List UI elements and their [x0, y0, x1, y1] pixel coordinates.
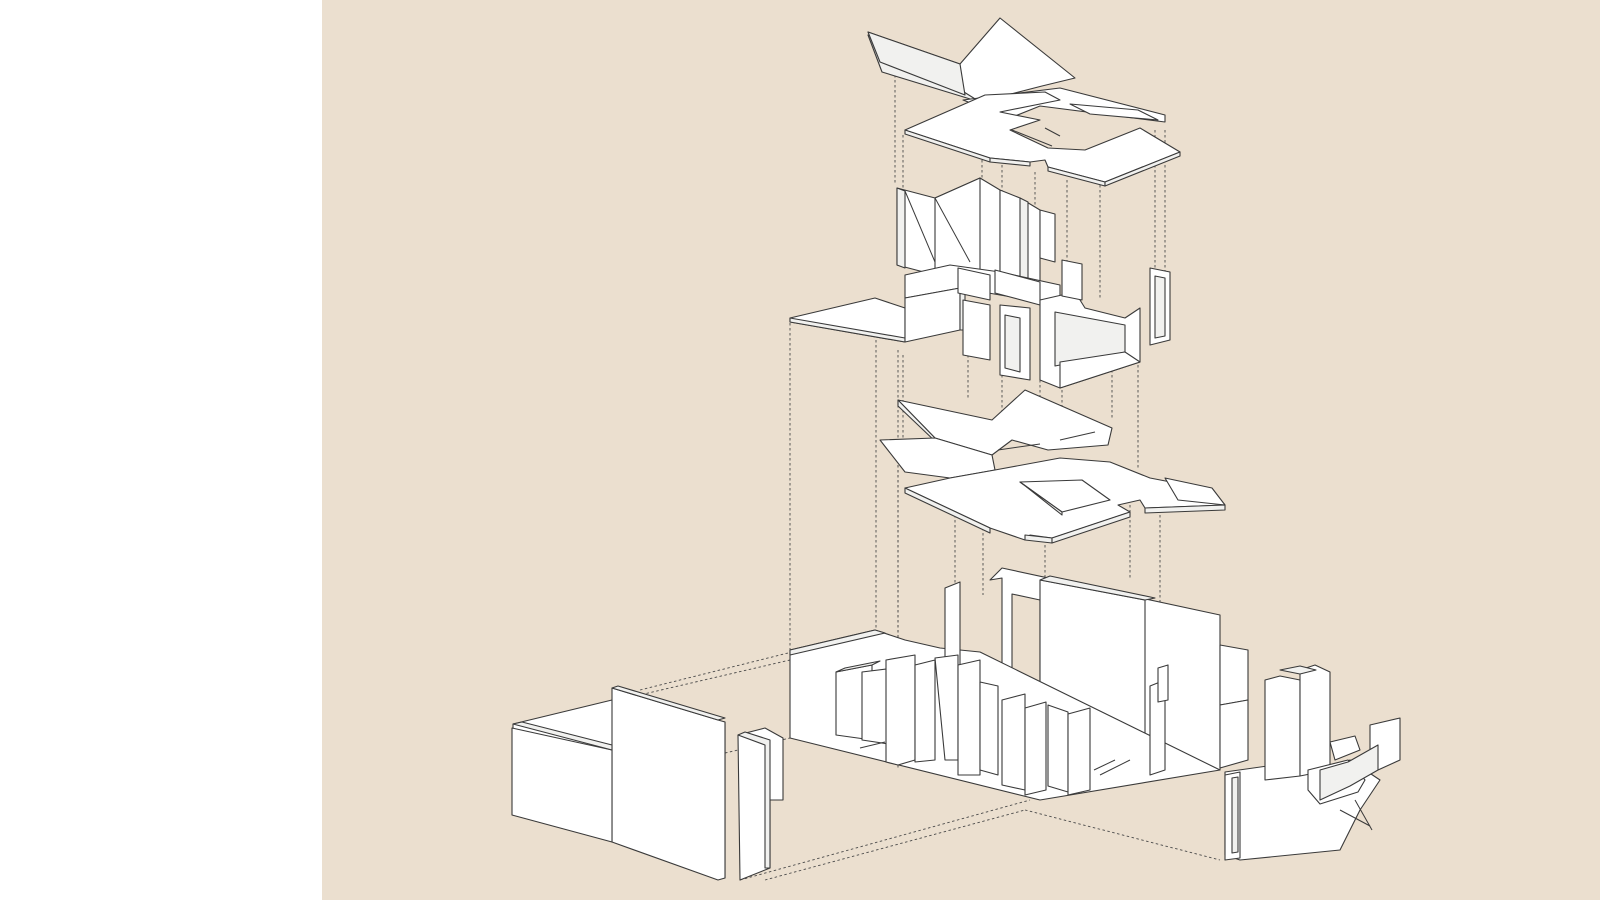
left-margin [0, 0, 322, 900]
roof-slab [867, 17, 1181, 187]
base-walls [511, 664, 1401, 881]
ground-walls [789, 567, 1249, 801]
exploded-axonometric-drawing [322, 0, 1600, 900]
upper-walls [789, 177, 1171, 389]
drawing-panel [322, 0, 1600, 900]
middle-floor-slab [879, 389, 1226, 544]
